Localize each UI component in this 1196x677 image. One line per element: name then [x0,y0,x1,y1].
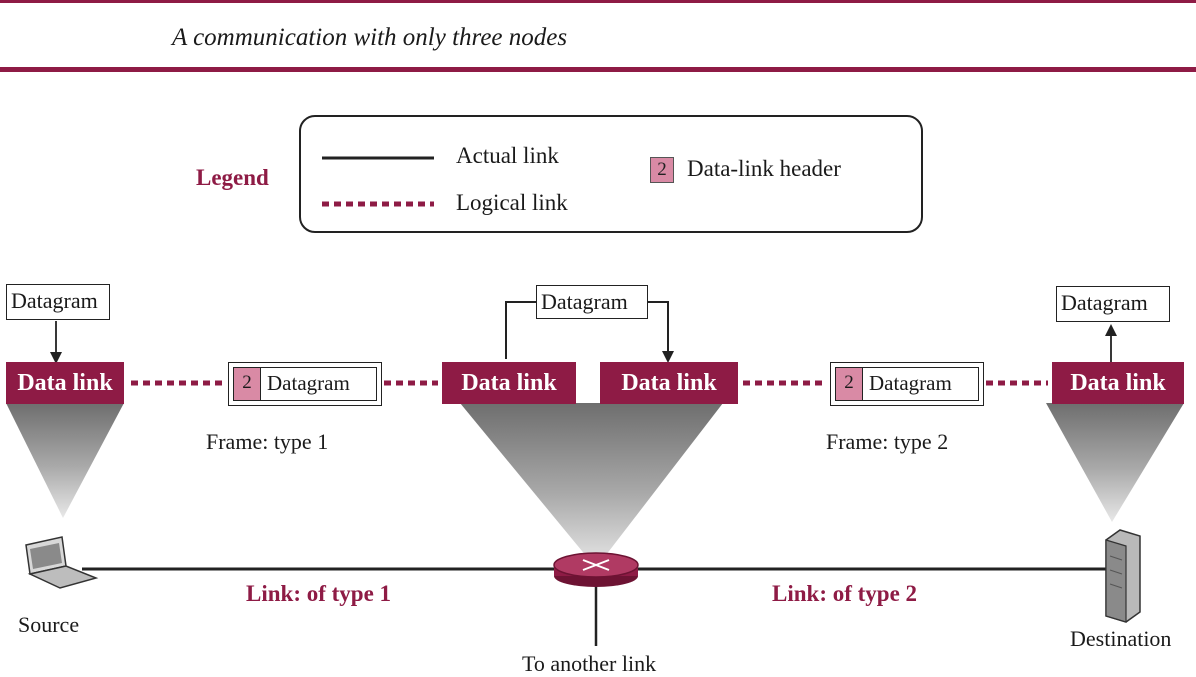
frame-1-label: Frame: type 1 [206,429,329,454]
destination-up-arrow [1105,324,1117,336]
link-type-2-label: Link: of type 2 [772,581,918,606]
source-datagram: Datagram [6,284,110,320]
page-title: A communication with only three nodes [172,24,568,51]
source-down-arrow [50,352,62,364]
router-icon [553,552,639,587]
router-data-link-right: Data link [600,362,738,404]
legend-logical-link-label: Logical link [456,190,568,215]
destination-funnel [1046,403,1184,522]
top-rule [0,0,1196,3]
router-bracket-left [505,301,536,359]
destination-label: Destination [1070,626,1172,651]
frame-2-label: Frame: type 2 [826,429,949,454]
router-datagram: Datagram [536,285,648,319]
router-bracket-right [646,301,669,353]
legend-box [299,115,923,233]
frame-2-datagram: Datagram [869,371,952,395]
server-icon [1105,529,1141,623]
router-label: To another link [522,651,657,676]
destination-data-link: Data link [1052,362,1184,404]
legend-actual-link-label: Actual link [456,143,559,168]
frame-1-header: 2 [234,368,261,400]
destination-datagram: Datagram [1056,286,1170,322]
source-funnel [6,403,124,518]
source-data-link: Data link [6,362,124,404]
frame-1-datagram: Datagram [267,371,350,395]
link-type-1-label: Link: of type 1 [246,581,392,606]
legend-header-label: Data-link header [687,156,841,181]
frame-type-2: 2 Datagram [830,362,984,406]
legend-header-swatch: 2 [650,157,674,183]
source-label: Source [18,612,80,637]
router-down-arrow [662,351,674,363]
laptop-icon [25,536,99,589]
router-funnel [460,403,723,568]
title-underline [0,67,1196,72]
router-data-link-left: Data link [442,362,576,404]
legend-title: Legend [196,165,269,190]
frame-type-1: 2 Datagram [228,362,382,406]
frame-2-header: 2 [836,368,863,400]
